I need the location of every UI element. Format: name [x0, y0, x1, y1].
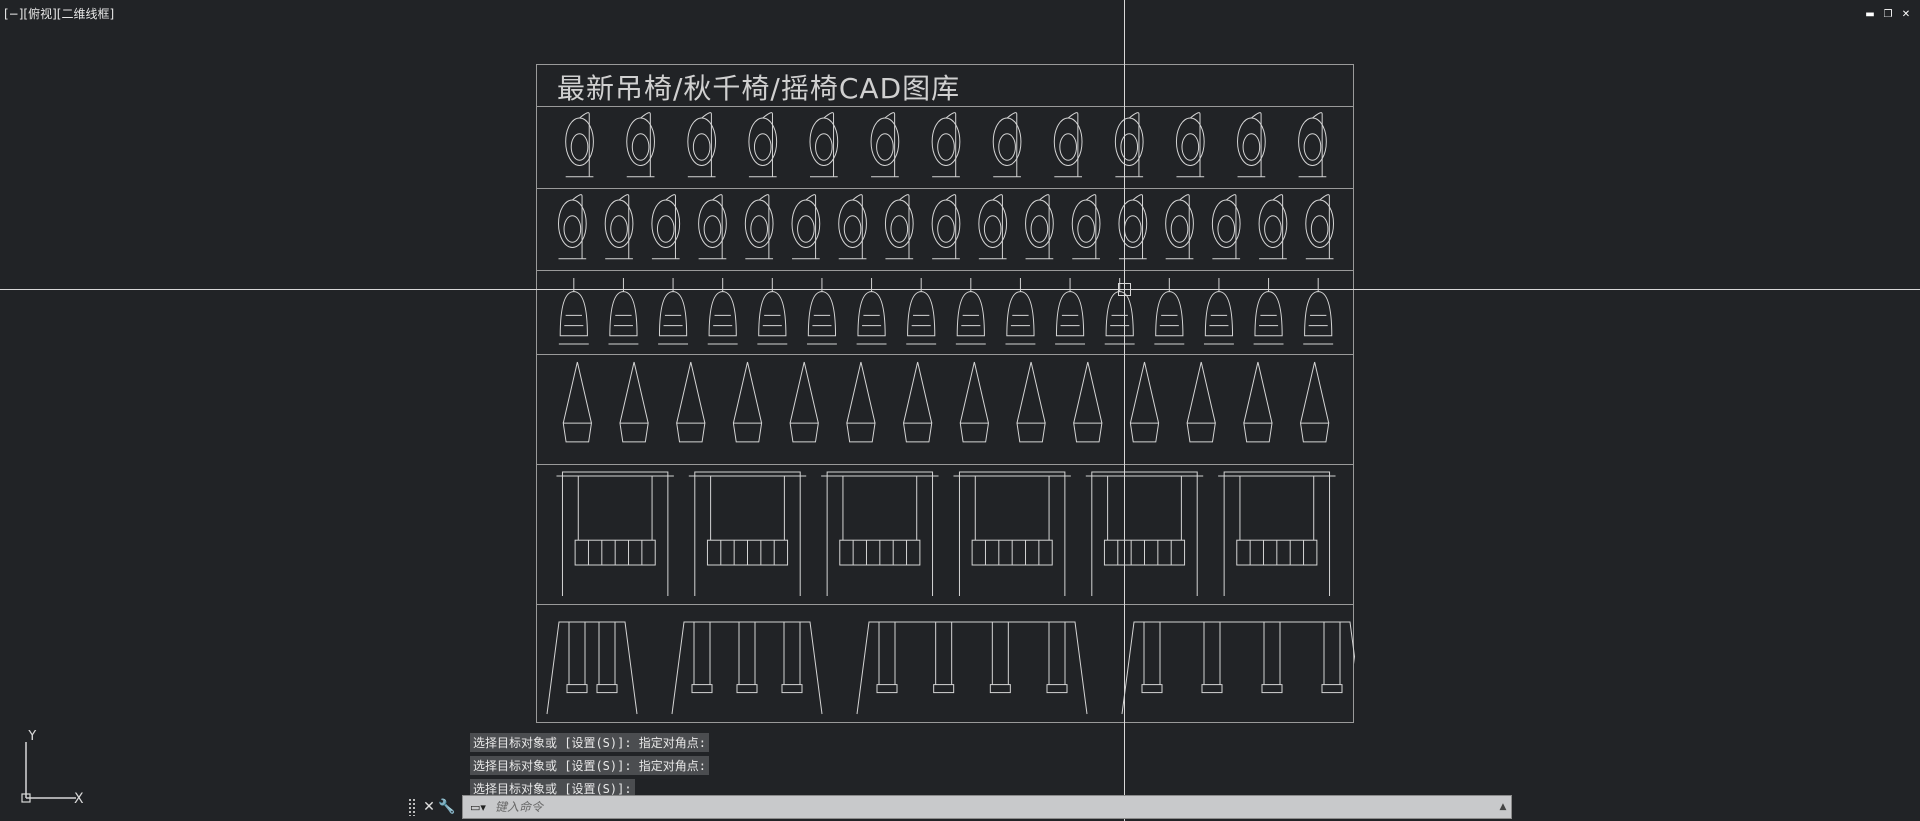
command-input-box: ▭▾ ▲: [462, 795, 1512, 819]
cursor-pickbox: [1118, 283, 1131, 296]
drawing-frame[interactable]: 最新吊椅/秋千椅/摇椅CAD图库: [536, 64, 1355, 724]
drag-handle-icon[interactable]: [408, 798, 416, 816]
crosshair-vertical: [1124, 0, 1125, 821]
minimize-icon[interactable]: ▬: [1865, 8, 1875, 20]
furniture-blocks[interactable]: [537, 65, 1355, 724]
ucs-x-label: X: [74, 791, 84, 806]
history-line: 选择目标对象或 [设置(S)]: 指定对角点:: [470, 756, 710, 775]
viewport-window-controls: ▬ ❐ ✕: [1864, 8, 1912, 20]
ucs-icon: Y X: [21, 730, 84, 806]
customize-wrench-icon[interactable]: 🔧: [438, 799, 456, 815]
drawing-row-1: [537, 106, 1353, 188]
command-line-bar: ✕ 🔧 ▭▾ ▲: [408, 795, 1512, 819]
drawing-row-5: [537, 464, 1353, 604]
drawing-row-6: [537, 604, 1353, 724]
expand-history-icon[interactable]: ▲: [1499, 802, 1507, 812]
restore-icon[interactable]: ❐: [1883, 8, 1893, 20]
block-row-6[interactable]: [546, 621, 1355, 715]
close-command-line-icon[interactable]: ✕: [423, 799, 435, 815]
history-line: 选择目标对象或 [设置(S)]: 指定对角点:: [470, 733, 710, 752]
history-line: 选择目标对象或 [设置(S)]:: [470, 779, 635, 798]
block-row-1[interactable]: [565, 112, 1327, 178]
block-row-2[interactable]: [557, 194, 1335, 260]
drawing-row-2: [537, 188, 1353, 270]
viewport-controls-label[interactable]: [−][俯视][二维线框]: [4, 7, 115, 21]
drawing-title: 最新吊椅/秋千椅/摇椅CAD图库: [557, 72, 961, 105]
close-icon[interactable]: ✕: [1901, 8, 1911, 20]
block-row-4[interactable]: [562, 361, 1330, 443]
drawing-row-4: [537, 354, 1353, 464]
command-prompt-icon[interactable]: ▭▾: [470, 800, 486, 814]
ucs-y-label: Y: [27, 730, 37, 744]
command-history: 选择目标对象或 [设置(S)]: 指定对角点: 选择目标对象或 [设置(S)]:…: [470, 733, 710, 802]
command-input[interactable]: [493, 796, 1495, 818]
crosshair-horizontal: [0, 289, 1920, 290]
drawing-row-3: [537, 270, 1353, 354]
block-row-3[interactable]: [558, 278, 1334, 345]
block-row-5[interactable]: [556, 471, 1336, 596]
